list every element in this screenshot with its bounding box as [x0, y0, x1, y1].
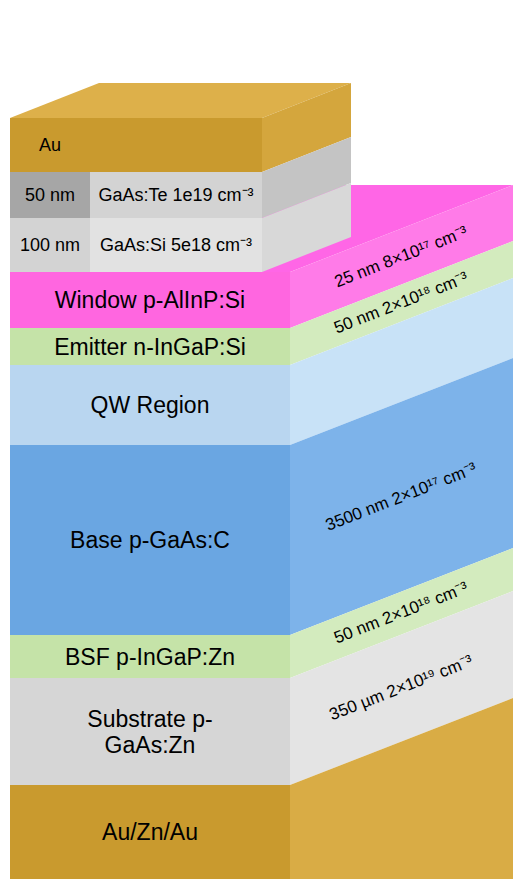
thickness-label: 100 nm	[20, 235, 80, 256]
layer-box: Au/Zn/Au	[10, 785, 290, 879]
layer-label: GaAs:Si 5e18 cm⁻³	[100, 235, 252, 256]
layer-box: 100 nm GaAs:Si 5e18 cm⁻³	[10, 218, 262, 272]
layer-label: Base p-GaAs:C	[70, 527, 230, 553]
layer-label: Au/Zn/Au	[102, 819, 198, 845]
contact-side-face	[290, 698, 513, 879]
layer-box: Substrate p-GaAs:Zn350 µm 2×10¹⁹ cm⁻³	[10, 678, 290, 785]
layer-box: Au	[10, 118, 262, 172]
layer-box: 50 nm GaAs:Te 1e19 cm⁻³	[10, 172, 262, 218]
layer-box: BSF p-InGaP:Zn50 nm 2×10¹⁸ cm⁻³	[10, 635, 290, 678]
layer-label: BSF p-InGaP:Zn	[65, 643, 235, 669]
layer-box: Emitter n-InGaP:Si50 nm 2×10¹⁸ cm⁻³	[10, 328, 290, 365]
layer-box: Base p-GaAs:C3500 nm 2×10¹⁷ cm⁻³	[10, 445, 290, 635]
thickness-label: Au	[39, 135, 61, 156]
layer-label: Window p-AlInP:Si	[55, 287, 245, 313]
cap-si-side-face	[262, 183, 351, 272]
layer-label: GaAs:Te 1e19 cm⁻³	[98, 185, 253, 206]
layer-box: QW Region	[10, 365, 290, 445]
layer-box: Window p-AlInP:Si25 nm 8×10¹⁷ cm⁻³	[10, 272, 290, 328]
layer-label: Substrate p-GaAs:Zn	[65, 705, 235, 758]
layer-label: Emitter n-InGaP:Si	[54, 333, 246, 359]
thickness-label: 50 nm	[25, 185, 75, 206]
layer-label: QW Region	[91, 392, 210, 418]
